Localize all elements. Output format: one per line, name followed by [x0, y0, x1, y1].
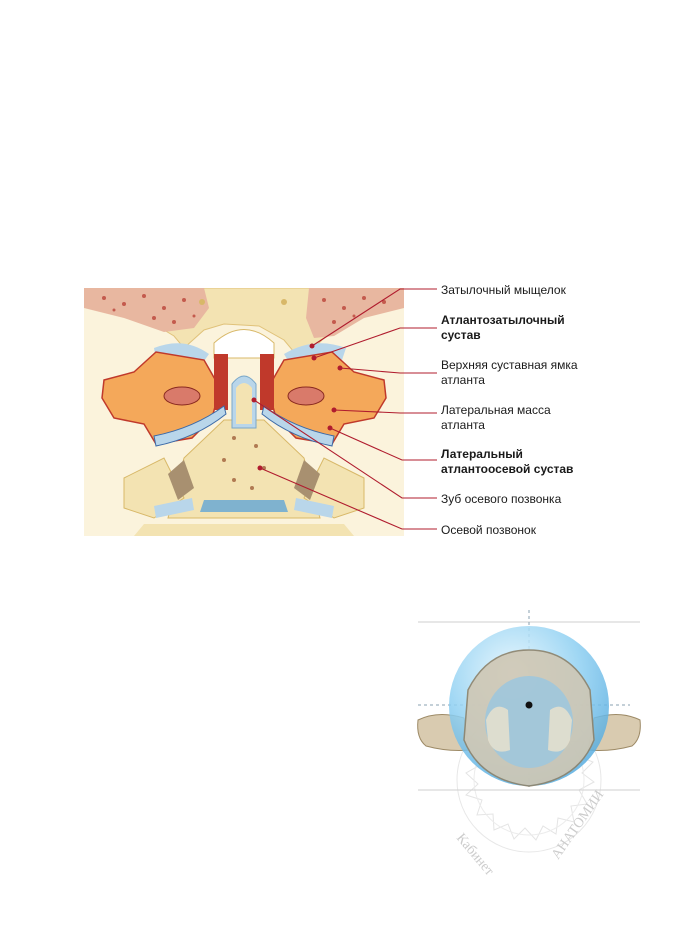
- svg-text:АНАТОМИИ: АНАТОМИИ: [549, 788, 607, 862]
- label-occipital-condyle: Затылочный мыщелок: [441, 283, 566, 297]
- label-dens: Зуб осевого позвонка: [441, 492, 562, 506]
- label-axis-vertebra: Осевой позвонок: [441, 523, 536, 537]
- atlas-vertebra-illustration: Кабинет АНАТОМИИ: [417, 610, 641, 879]
- svg-text:Кабинет: Кабинет: [453, 831, 497, 879]
- craniovertebral-junction-illustration: [84, 288, 404, 536]
